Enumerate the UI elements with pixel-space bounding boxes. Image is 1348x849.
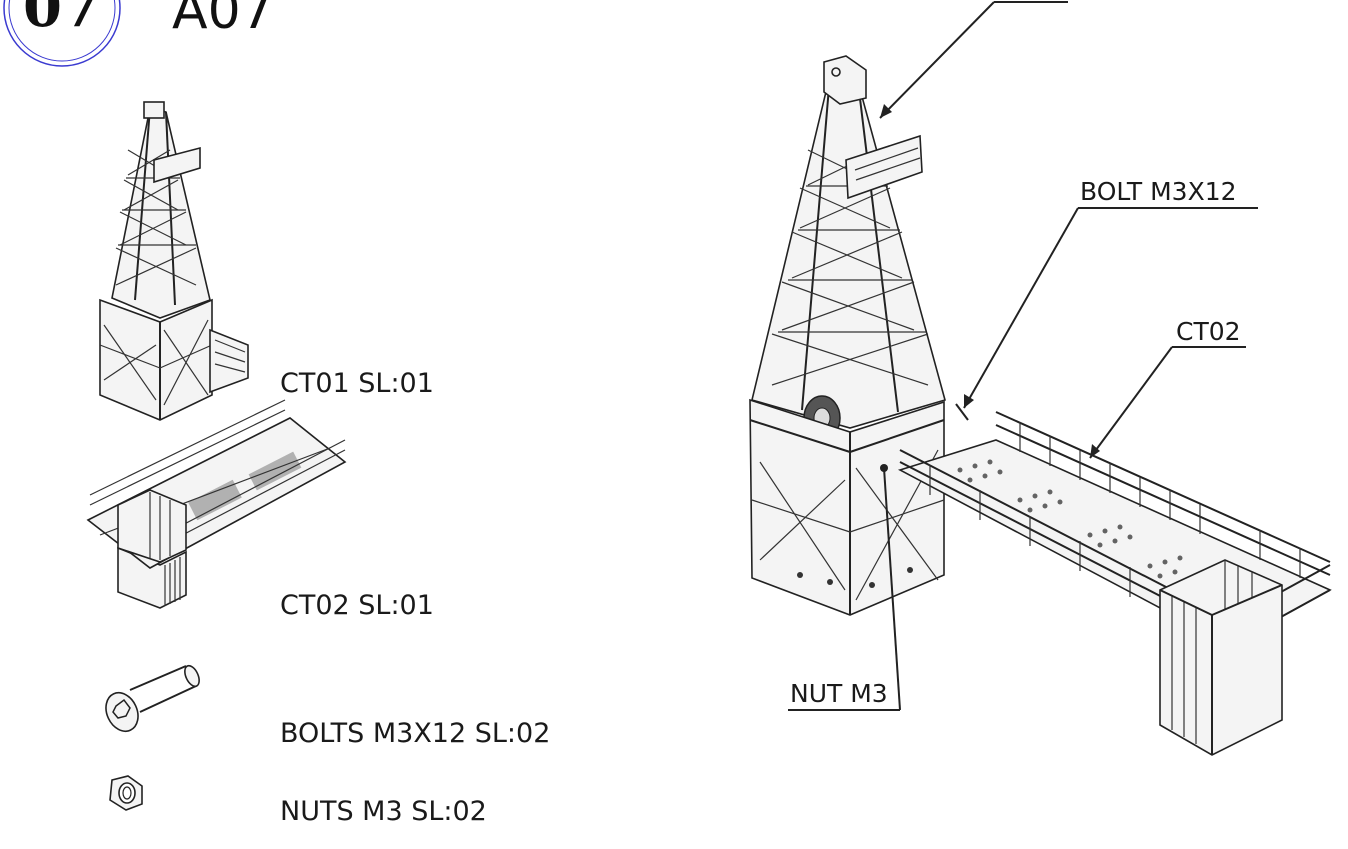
tower-part-icon xyxy=(99,101,249,421)
step-number: 07 xyxy=(23,0,101,40)
part-label-nuts: NUTS M3 SL:02 xyxy=(280,796,487,827)
callout-bolt: BOLT M3X12 xyxy=(955,177,1258,421)
part-label-bolts: BOLTS M3X12 SL:02 xyxy=(280,718,550,749)
callout-nut-label: NUT M3 xyxy=(790,679,888,708)
platform-part-icon xyxy=(86,399,347,609)
callout-ct02-label: CT02 xyxy=(1176,317,1241,346)
callout-ct02: CT02 xyxy=(1089,317,1246,459)
main-assembly xyxy=(749,55,1332,756)
step-number-circle xyxy=(3,0,121,67)
callout-nut: NUT M3 xyxy=(788,464,901,711)
top-callout-leader xyxy=(879,1,1068,119)
nut-icon xyxy=(109,775,143,811)
part-label-ct01: CT01 SL:01 xyxy=(280,368,434,399)
bolt-icon xyxy=(105,664,200,733)
step-number-circle-inner xyxy=(8,0,116,62)
step-header: 07 A07 xyxy=(3,0,274,67)
part-label-ct02: CT02 SL:01 xyxy=(280,590,434,621)
callout-bolt-label: BOLT M3X12 xyxy=(1080,177,1237,206)
step-title: A07 xyxy=(172,0,274,41)
